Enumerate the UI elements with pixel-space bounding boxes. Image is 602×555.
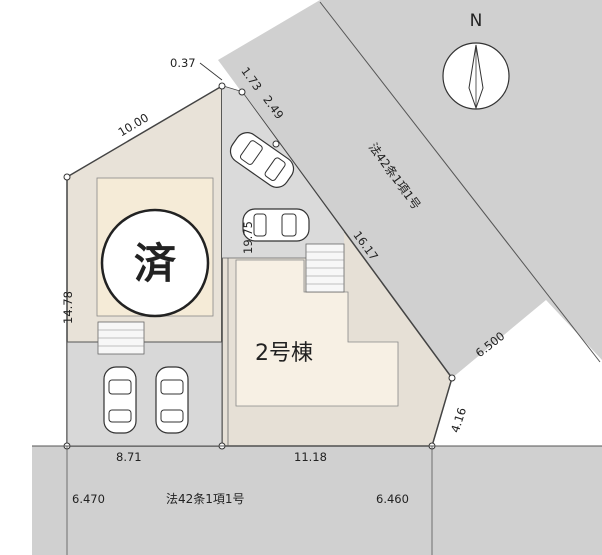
road-bottom-label: 法42条1項1号: [166, 492, 245, 506]
dim-bottom-right: 11.18: [294, 450, 327, 464]
north-compass: N: [442, 11, 510, 110]
dim-road-bottom-left: 6.470: [72, 492, 105, 506]
sold-label: 済: [134, 239, 177, 288]
road-bottom: [32, 446, 602, 555]
road-right: [218, 0, 602, 378]
car-icon: [155, 366, 189, 434]
car-icon: [103, 366, 137, 434]
car-icon: [229, 132, 295, 188]
dim-right-short: 4.16: [448, 406, 469, 435]
sold-badge: 済: [100, 208, 210, 318]
house-label: 2号棟: [255, 341, 313, 366]
car-icon: [242, 208, 310, 242]
house-2-footprint: [235, 259, 399, 407]
dim-inner-vertical: 19.75: [241, 221, 255, 254]
lot-1-parking: [66, 341, 223, 447]
dim-left: 14.78: [61, 291, 75, 324]
dim-road-bottom-right: 6.460: [376, 492, 409, 506]
dim-bottom-left: 8.71: [116, 450, 142, 464]
north-label: N: [470, 11, 483, 31]
road-right-edge: [319, 1, 601, 363]
dim-top-small: 0.37: [170, 56, 196, 70]
survey-markers: [63, 82, 456, 450]
